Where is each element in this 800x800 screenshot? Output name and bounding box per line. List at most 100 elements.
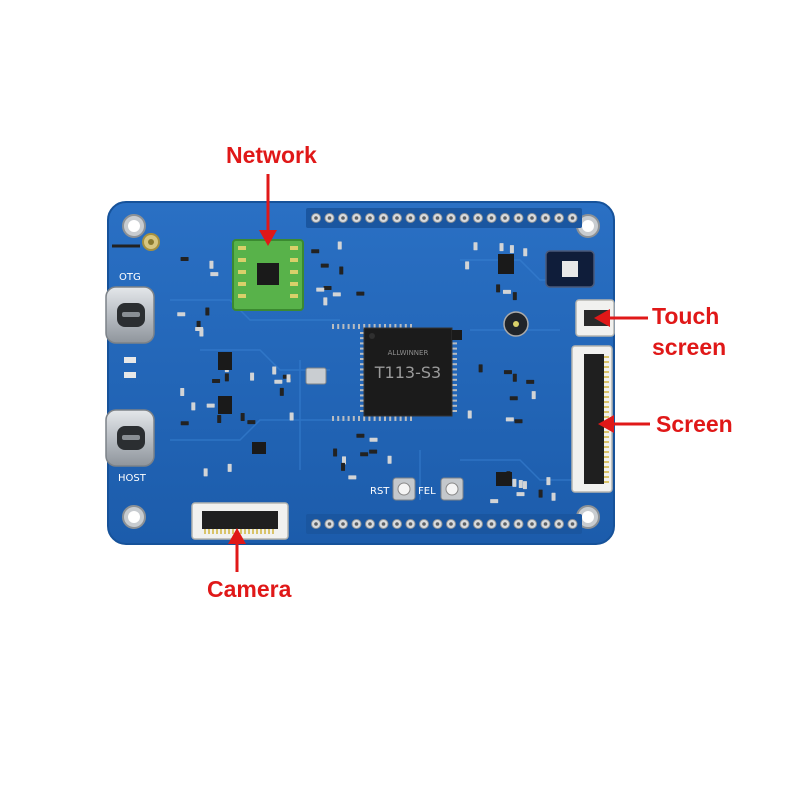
smd-part — [546, 477, 551, 486]
header-pin-hole — [516, 216, 521, 220]
header-pin-hole — [368, 522, 372, 526]
smd-part — [496, 284, 501, 293]
chip-pin — [363, 324, 366, 329]
round-component — [503, 311, 529, 337]
header-pin-hole — [422, 522, 426, 526]
header-pin-hole — [557, 216, 561, 220]
connector-pin — [252, 529, 254, 534]
smd-part — [360, 452, 369, 457]
smd-part — [209, 260, 214, 269]
smd-part — [320, 263, 329, 268]
smd-part — [286, 374, 291, 383]
chip-pin — [360, 373, 365, 376]
smd-part — [323, 285, 332, 290]
header-pin-hole — [476, 522, 480, 526]
smd-part — [206, 403, 215, 408]
header-pin-hole — [449, 216, 453, 220]
connector-pin — [604, 431, 609, 433]
smd-part — [473, 242, 478, 251]
chip-pin — [360, 389, 365, 392]
header-pin-hole — [408, 522, 413, 526]
chip-pin — [360, 363, 365, 366]
smd-part — [490, 499, 499, 504]
chip-model-text: T113-S3 — [374, 363, 441, 382]
header-pin-hole — [395, 522, 399, 526]
header-pin-hole — [408, 216, 413, 220]
connector-pin — [604, 481, 609, 483]
usb-c-host-port — [105, 409, 155, 467]
connector-pin — [604, 416, 609, 418]
connector-pin — [204, 529, 206, 534]
smd-part — [250, 372, 255, 381]
smd-part — [518, 480, 523, 489]
smd-part — [499, 243, 504, 252]
connector-pin — [604, 381, 609, 383]
chip-pin — [332, 324, 334, 329]
connector-pin — [604, 406, 609, 408]
smd-part — [467, 410, 472, 419]
smd-part — [339, 266, 344, 275]
connector-pin — [244, 529, 246, 534]
touch-screen-arrow — [594, 309, 648, 327]
smd-part — [342, 456, 347, 465]
chip-pin — [452, 347, 457, 350]
chip-pin — [342, 324, 345, 329]
smd-part — [526, 379, 535, 384]
smd-part — [348, 475, 357, 480]
header-pin-hole — [530, 522, 534, 526]
header-pin-hole — [341, 216, 345, 220]
smd-part — [387, 455, 392, 464]
chip-pin — [384, 324, 386, 329]
header-pin-hole — [530, 216, 534, 220]
top-header-pins — [311, 213, 578, 223]
smd-part — [512, 373, 517, 382]
smd-part — [509, 396, 518, 401]
chip-pin — [368, 324, 371, 329]
camera-arrow — [228, 528, 246, 572]
smd-part — [272, 366, 277, 375]
smd-part — [316, 287, 325, 292]
connector-pin — [604, 441, 609, 443]
chip-pin — [373, 416, 376, 421]
smd-part — [227, 463, 232, 472]
rst-button — [392, 477, 416, 501]
chip-pin — [358, 416, 360, 421]
header-pin-hole — [516, 522, 521, 526]
connector-pin — [216, 529, 218, 534]
smd-part — [210, 272, 219, 277]
screen-label: Screen — [656, 411, 733, 437]
network-arrow — [259, 174, 277, 246]
chip-pin — [452, 394, 457, 397]
chip-pin — [352, 324, 355, 329]
smd-part — [247, 420, 256, 425]
small-ic — [496, 472, 512, 486]
smd-part — [180, 387, 185, 396]
smd-part — [240, 413, 245, 422]
connector-pin — [604, 386, 609, 388]
chip-pin — [452, 404, 457, 407]
otg-label: OTG — [119, 272, 141, 283]
network-label: Network — [226, 142, 317, 168]
header-pin-hole — [570, 522, 575, 526]
chip-pin — [352, 416, 355, 421]
smd-part — [212, 378, 221, 383]
chip-pin — [337, 324, 340, 329]
smd-part — [279, 387, 284, 396]
connector-pin — [256, 529, 258, 534]
rst-label: RST — [370, 486, 390, 497]
smd-part — [531, 391, 536, 400]
chip-pin — [373, 324, 376, 329]
header-pin-hole — [381, 216, 386, 220]
wifi-module — [232, 239, 304, 311]
connector-pin — [604, 456, 609, 458]
connector-pin — [604, 371, 609, 373]
connector-pin — [604, 436, 609, 438]
chip-brand-text: ALLWINNER — [388, 349, 429, 357]
fel-button — [440, 477, 464, 501]
chip-pin — [360, 332, 365, 334]
smd-part — [465, 261, 470, 270]
chip-pin — [404, 416, 407, 421]
connector-pin — [212, 529, 214, 534]
